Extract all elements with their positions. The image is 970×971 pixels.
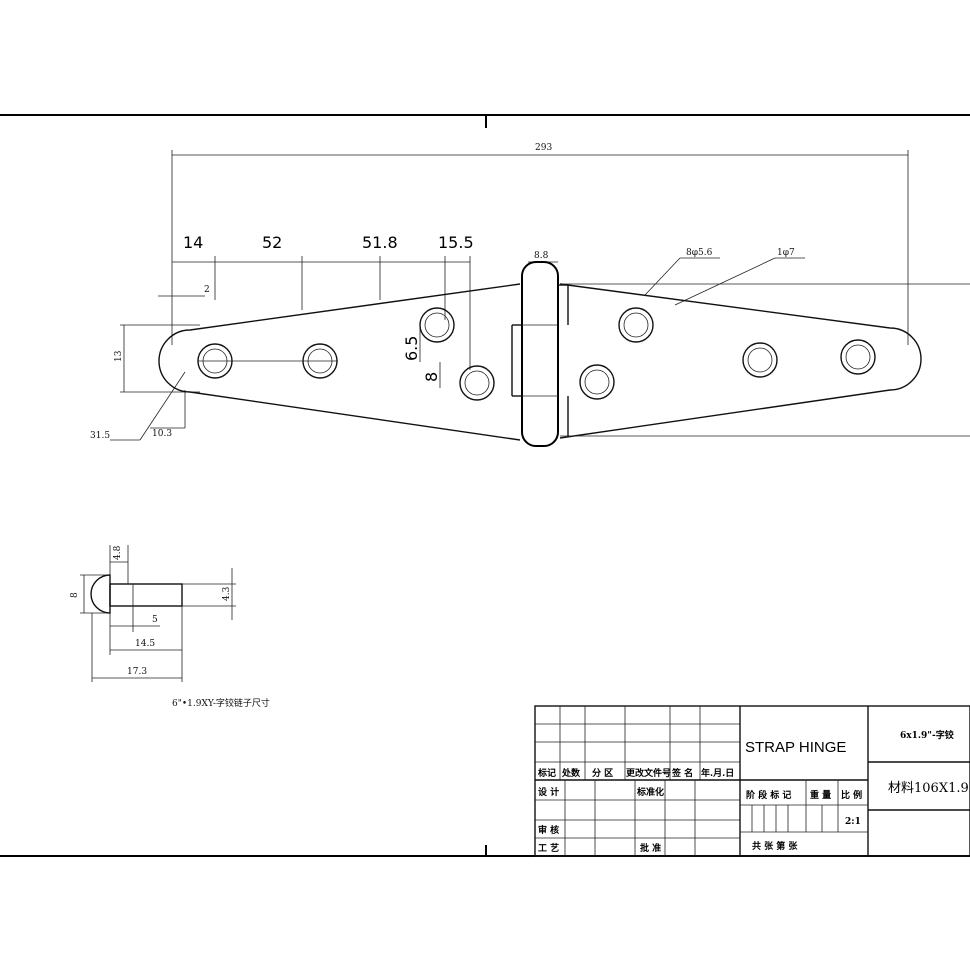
dim-overall-length: 293 (535, 143, 552, 153)
title-block-sheet-row: 共 张 第 张 (752, 840, 798, 852)
rivet-caption: 6"•1.9XY-字铰链子尺寸 (172, 697, 270, 709)
hinge-outline (158, 261, 970, 447)
tb-header-doc: 更改文件号 (626, 767, 671, 779)
dim-8: 8 (422, 372, 441, 382)
dim-width: 13 (114, 350, 124, 362)
title-block-scale-label: 比 例 (841, 789, 862, 801)
title-block: STRAP HINGE 6x1.9"-字铰 材料106X1.9M 阶 段 标 记… (534, 705, 970, 857)
tb-header-count: 处数 (561, 767, 581, 779)
tb-header-date: 年.月.日 (701, 767, 734, 779)
tb-row-std: 标准化 (636, 786, 664, 798)
title-block-spec: 6x1.9"-字铰 (900, 729, 954, 741)
dim-large-hole: 1φ7 (777, 248, 795, 258)
tb-row-approve: 批 准 (640, 842, 661, 854)
hole (840, 339, 876, 375)
dim-left-small: 2 (204, 285, 210, 295)
hole (419, 307, 455, 343)
rivet-dim-17-3: 17.3 (127, 667, 147, 677)
title-block-stage-label: 阶 段 标 记 (746, 789, 791, 801)
dim-15-5: 15.5 (438, 233, 474, 252)
rivet-dim-shank-dia: 4.3 (222, 586, 232, 601)
rivet-detail: 8 4.8 4.3 5 14.5 17.3 6"•1.9XY-字铰链子尺寸 (70, 545, 270, 709)
mounting-holes (197, 307, 876, 401)
dim-end: 10.3 (152, 429, 172, 439)
tb-header-sign: 签 名 (671, 767, 693, 779)
rivet-dim-head-dia: 8 (70, 592, 80, 598)
dim-knuckle: 8.8 (534, 251, 549, 261)
dim-6-5: 6.5 (402, 336, 421, 361)
knuckle-dimension: 8.8 (528, 251, 558, 263)
overall-dimension: 293 (171, 143, 909, 345)
hole (579, 364, 615, 400)
hole (742, 342, 778, 378)
dim-radius: 31.5 (90, 431, 110, 441)
dim-small-hole: 8φ5.6 (686, 248, 713, 258)
dim-14: 14 (183, 233, 203, 252)
title-block-weight-label: 重 量 (810, 789, 831, 801)
dim-52: 52 (262, 233, 282, 252)
tb-row-review: 审 核 (538, 824, 559, 836)
tb-row-design: 设 计 (538, 786, 559, 798)
rivet-dim-head: 4.8 (113, 545, 123, 560)
title-block-material: 材料106X1.9M (888, 781, 970, 796)
tb-header-mark: 标记 (537, 767, 556, 779)
title-block-scale: 2:1 (845, 817, 861, 827)
hole (618, 307, 654, 343)
hole-callouts: 8φ5.6 1φ7 (644, 248, 805, 306)
rivet-dim-5: 5 (152, 615, 158, 625)
tb-header-zone: 分 区 (592, 767, 613, 779)
left-dimensions: 13 6.5 8 31.5 10.3 (90, 322, 441, 441)
title-block-title: STRAP HINGE (745, 739, 846, 756)
dim-51-8: 51.8 (362, 233, 398, 252)
tb-row-process: 工 艺 (538, 842, 559, 854)
rivet-dim-14-5: 14.5 (135, 639, 155, 649)
top-chain-dimensions: 14 52 51.8 15.5 2 (158, 233, 474, 370)
hole (459, 365, 495, 401)
